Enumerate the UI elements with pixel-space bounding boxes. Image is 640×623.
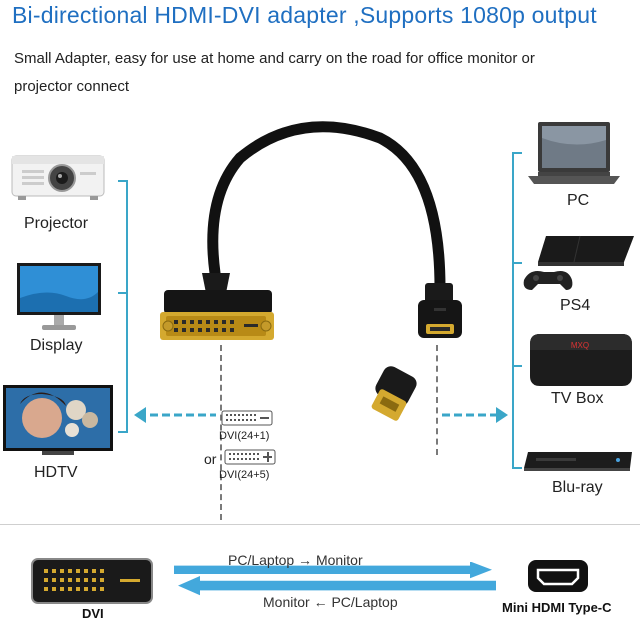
device-label-display: Display xyxy=(30,337,83,354)
right-tick-4 xyxy=(512,467,522,469)
device-label-hdtv: HDTV xyxy=(34,464,78,481)
dvi-type-2-label: DVI(24+5) xyxy=(219,469,270,481)
console-icon xyxy=(523,235,634,290)
arrow-left-to-display xyxy=(134,407,216,423)
device-label-bluray: Blu-ray xyxy=(552,479,603,496)
right-tick-2 xyxy=(512,262,522,264)
device-label-tv-box: TV Box xyxy=(551,390,604,407)
dvi-port-icon xyxy=(31,558,153,604)
adapter-cable-image xyxy=(160,121,462,421)
dvi-24-1-icon xyxy=(221,410,273,426)
dashed-guide-dvi xyxy=(220,345,222,520)
mini-hdmi-port-icon xyxy=(528,560,588,592)
tv-box-icon: MXQ xyxy=(530,334,632,386)
left-tick-bottom xyxy=(118,431,128,433)
device-label-projector: Projector xyxy=(24,215,89,232)
flow-label-bottom: Monitor ← PC/Laptop xyxy=(263,594,398,610)
dvi-24-5-icon xyxy=(224,449,276,465)
page-title: Bi-directional HDMI-DVI adapter ,Support… xyxy=(12,2,597,28)
right-bracket xyxy=(512,153,514,468)
description-line-2: projector connect xyxy=(14,78,130,95)
arrow-right-to-source xyxy=(442,407,508,423)
flow-label-top: PC/Laptop → Monitor xyxy=(228,552,363,568)
description-line-1: Small Adapter, easy for use at home and … xyxy=(14,50,535,67)
monitor-icon xyxy=(17,263,101,330)
device-label-pc: PC xyxy=(567,192,590,209)
left-tick-middle xyxy=(118,292,128,294)
or-text: or xyxy=(204,451,217,467)
bluray-player-icon xyxy=(524,452,632,471)
bidirectional-arrows xyxy=(174,562,496,596)
dvi-label: DVI xyxy=(82,606,104,621)
left-bracket xyxy=(126,181,128,432)
dvi-type-1-label: DVI(24+1) xyxy=(219,430,270,442)
laptop-icon xyxy=(528,122,620,184)
mini-hdmi-label: Mini HDMI Type-C xyxy=(502,600,612,615)
right-tick-3 xyxy=(512,365,522,367)
section-divider xyxy=(0,524,640,525)
dashed-guide-hdmi xyxy=(436,345,438,455)
left-tick-top xyxy=(118,180,128,182)
projector-icon xyxy=(11,155,105,200)
svg-text:MXQ: MXQ xyxy=(571,341,589,350)
tv-icon xyxy=(3,385,113,455)
device-label-ps4: PS4 xyxy=(560,297,591,314)
right-tick-1 xyxy=(512,152,522,154)
